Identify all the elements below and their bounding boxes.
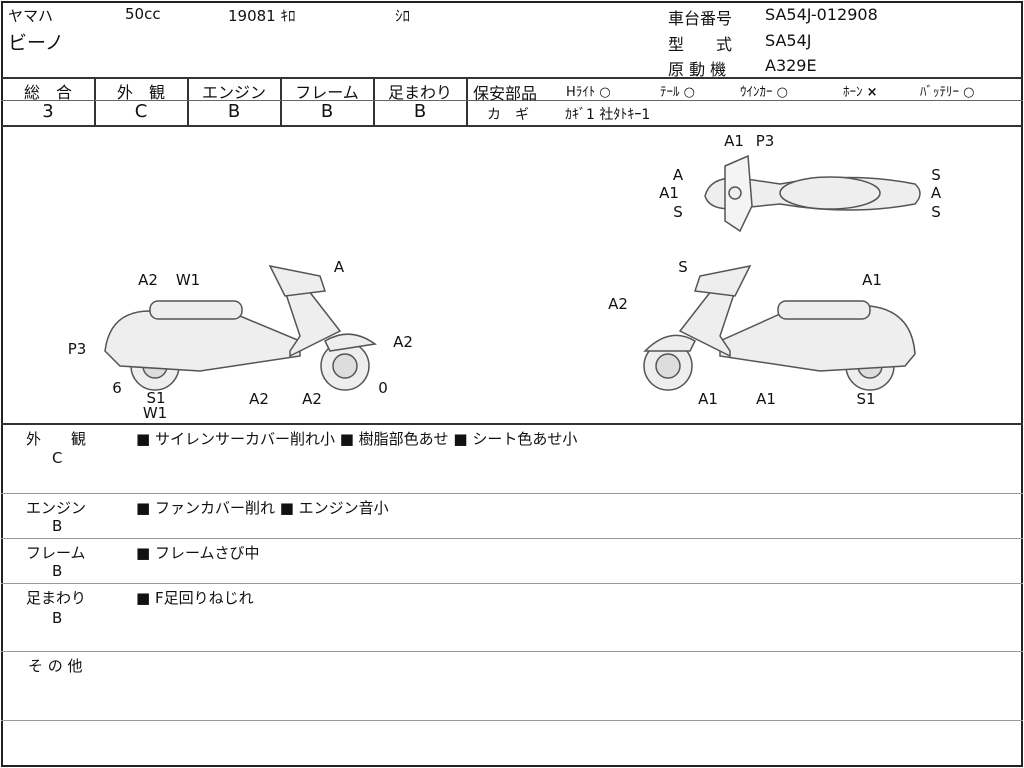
damage-code: A2 [608,295,628,313]
comment-category: 外 観 [26,430,87,448]
safety-item-tail: ﾃｰﾙ ○ [660,81,695,100]
damage-code: S [678,258,688,276]
damage-code: A [333,258,345,276]
divider [1,423,1023,425]
engine-label: 原 動 機 [668,60,727,79]
scooter-left-view [104,264,377,391]
safety-label: 保安部品 [473,84,538,103]
damage-code: P3 [755,132,775,150]
model-name: ビーノ [8,32,64,54]
divider [280,77,282,126]
comment-grade: B [52,517,63,535]
score-value: B [413,101,427,122]
item-name: ﾊﾞｯﾃﾘｰ [920,85,959,100]
comment-text: ■ ファンカバー削れ ■ エンジン音小 [136,499,389,517]
comment-grade: C [52,449,63,467]
chassis-label: 車台番号 [668,9,733,28]
damage-code: S [931,166,941,184]
comment-grade: B [52,562,63,580]
keys-label: カ ギ [487,107,529,123]
divider [1,651,1023,652]
displacement: 50cc [125,5,161,23]
divider [1,100,1023,101]
type-label: 型 式 [668,35,733,54]
damage-code: A1 [724,132,744,150]
divider [466,77,468,126]
damage-code: A2 [138,271,158,289]
mileage: 19081 ｷﾛ [228,7,296,25]
item-mark: ○ [683,85,695,100]
maker: ヤマハ [8,7,54,25]
damage-code: A1 [756,390,776,408]
item-name: ｳｲﾝｶｰ [740,85,773,100]
damage-code: 0 [378,379,388,397]
damage-code: P3 [67,340,87,358]
comment-grade: B [52,609,63,627]
comment-category: そ の 他 [28,657,83,675]
divider [1,538,1023,539]
damage-code: W1 [142,404,168,422]
damage-code: A1 [659,184,679,202]
divider [1,583,1023,584]
item-mark: × [866,85,878,100]
comment-category: 足まわり [26,589,87,607]
color: ｼﾛ [395,7,411,25]
item-name: Hﾗｲﾄ [566,85,596,100]
divider [1,77,1023,79]
chassis-number: SA54J-012908 [765,5,878,24]
score-value: B [227,101,241,122]
damage-code: A [930,184,942,202]
divider [187,77,189,126]
divider [1,125,1023,127]
item-name: ﾃｰﾙ [660,85,680,100]
score-label: 外 観 [116,83,165,102]
damage-code: 6 [112,379,122,397]
score-value: B [320,101,334,122]
divider [94,77,96,126]
damage-code: S1 [856,390,876,408]
safety-item-horn: ﾎｰﾝ × [843,81,878,100]
damage-code: A2 [393,333,413,351]
score-label: 足まわり [387,83,452,102]
damage-code: A1 [698,390,718,408]
score-label: エンジン [201,83,266,102]
item-mark: ○ [963,85,975,100]
item-mark: ○ [599,85,611,100]
safety-item-winker: ｳｲﾝｶｰ ○ [740,81,788,100]
item-name: ﾎｰﾝ [843,85,863,100]
comment-category: フレーム [26,544,86,562]
score-label: 総 合 [23,83,72,102]
damage-code: S [931,203,941,221]
item-mark: ○ [776,85,788,100]
comment-text: ■ F足回りねじれ [136,589,254,607]
divider [1,493,1023,494]
score-value: C [134,101,148,122]
safety-item-battery: ﾊﾞｯﾃﾘｰ ○ [920,81,974,100]
damage-code: S [673,203,683,221]
damage-code: W1 [175,271,201,289]
damage-code: A2 [302,390,322,408]
safety-item-headlight: Hﾗｲﾄ ○ [566,81,611,100]
comment-text: ■ サイレンサーカバー削れ小 ■ 樹脂部色あせ ■ シート色あせ小 [136,430,578,448]
damage-code: A [672,166,684,184]
keys-value: ｶｷﾞ1 社ﾀﾄｷｰ1 [565,107,651,123]
type-value: SA54J [765,31,812,50]
comment-text: ■ フレームさび中 [136,544,260,562]
divider [373,77,375,126]
engine-value: A329E [765,56,817,75]
comment-category: エンジン [26,499,87,517]
damage-code: A2 [249,390,269,408]
damage-code: S1 [146,389,166,407]
scooter-right-view [643,264,916,391]
divider [1,720,1023,721]
score-value: 3 [42,101,54,122]
scooter-top-view [704,154,921,233]
damage-diagram [104,154,921,391]
damage-code: A1 [862,271,882,289]
score-label: フレーム [295,83,359,102]
